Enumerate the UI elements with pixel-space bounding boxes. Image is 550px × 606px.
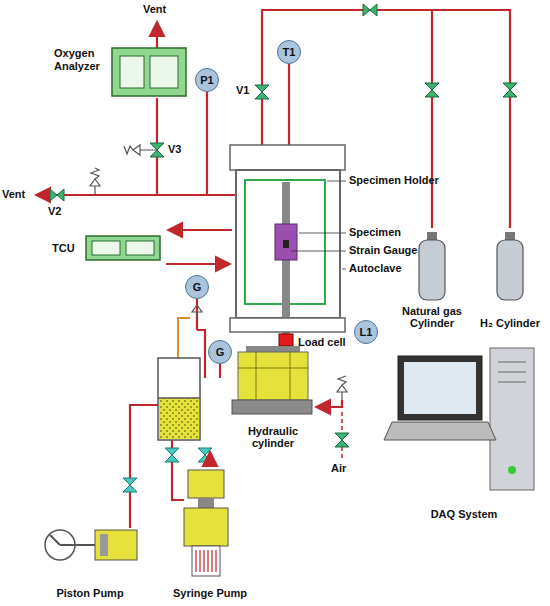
part-label: Air xyxy=(331,462,346,475)
part-label: Vent xyxy=(2,188,25,201)
pipe-connector xyxy=(209,452,211,462)
node-text: Hydraulic cylinder xyxy=(232,425,314,450)
node-text: Natural gas Cylinder xyxy=(397,305,467,330)
node-text: DAQ System xyxy=(431,508,498,521)
sensor-circle: L1 xyxy=(354,320,378,344)
sensor-circle: T1 xyxy=(277,40,301,64)
part-label: Vent xyxy=(143,3,166,16)
controller-label: TCU xyxy=(52,238,84,258)
node-text: Syringe Pump xyxy=(173,587,247,600)
gauge-circle: G xyxy=(208,340,232,364)
part-label: Specimen xyxy=(349,226,401,239)
gauge-circle: G xyxy=(185,275,209,299)
piston-pump: Piston Pump xyxy=(30,510,150,602)
node-text: Oxygen Analyzer xyxy=(54,47,110,72)
instrument-label: Oxygen Analyzer xyxy=(54,40,110,80)
node-text: G xyxy=(193,281,202,294)
part-label: Load cell xyxy=(298,336,346,349)
node-text: P1 xyxy=(200,74,213,87)
syringe-pump: Syringe Pump xyxy=(168,462,252,602)
part-label: Autoclave xyxy=(349,262,402,275)
part-label: V3 xyxy=(168,143,181,156)
gas-cylinder: Natural gas Cylinder xyxy=(397,228,467,332)
part-label: Strain Gauge xyxy=(349,244,417,257)
node-text: H₂ Cylinder xyxy=(480,317,540,330)
node-text: Piston Pump xyxy=(56,587,123,600)
gas-cylinder: H₂ Cylinder xyxy=(475,228,545,332)
part-label: V1 xyxy=(236,84,249,97)
part-label: V2 xyxy=(48,205,61,218)
hydraulic-cylinder: Hydraulic cylinder xyxy=(232,346,314,452)
part-label: Specimen Holder xyxy=(349,174,439,187)
node-text: TCU xyxy=(52,242,84,255)
node-text: L1 xyxy=(360,326,373,339)
daq-computer: DAQ System xyxy=(388,345,540,523)
sensor-circle: P1 xyxy=(195,68,219,92)
node-text: T1 xyxy=(283,46,296,59)
node-text: G xyxy=(216,346,225,359)
